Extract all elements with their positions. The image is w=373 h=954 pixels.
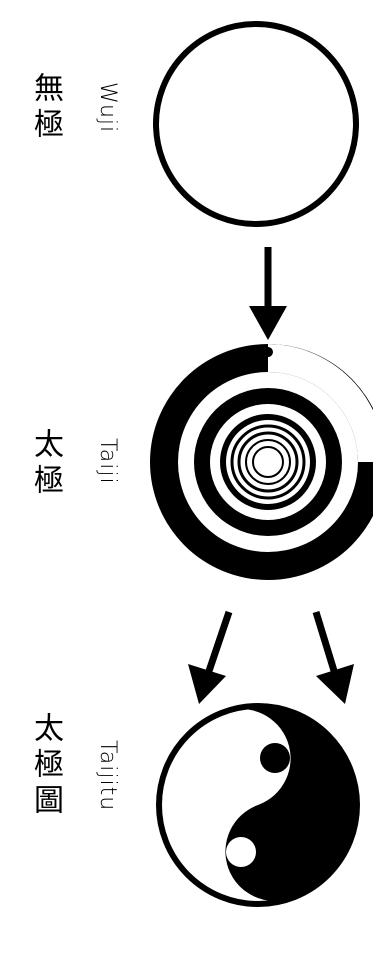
stage-characters-label: 無極 xyxy=(30,72,60,144)
empty-circle-icon xyxy=(156,24,356,224)
arrow-down-left-icon xyxy=(188,612,229,704)
stage-romanized-label: Taijitu xyxy=(96,740,118,811)
stage-characters-label: 太極圖 xyxy=(30,712,60,820)
yin-yang-icon xyxy=(159,678,373,915)
spiral-circle-icon xyxy=(150,344,373,580)
stage-romanized-label: Taiji xyxy=(96,438,118,485)
stage-characters-label: 太極 xyxy=(30,428,60,500)
arrow-down-right-icon xyxy=(316,612,354,704)
stage-romanized-label: Wuji xyxy=(96,82,118,133)
arrow-down-icon xyxy=(249,247,287,340)
